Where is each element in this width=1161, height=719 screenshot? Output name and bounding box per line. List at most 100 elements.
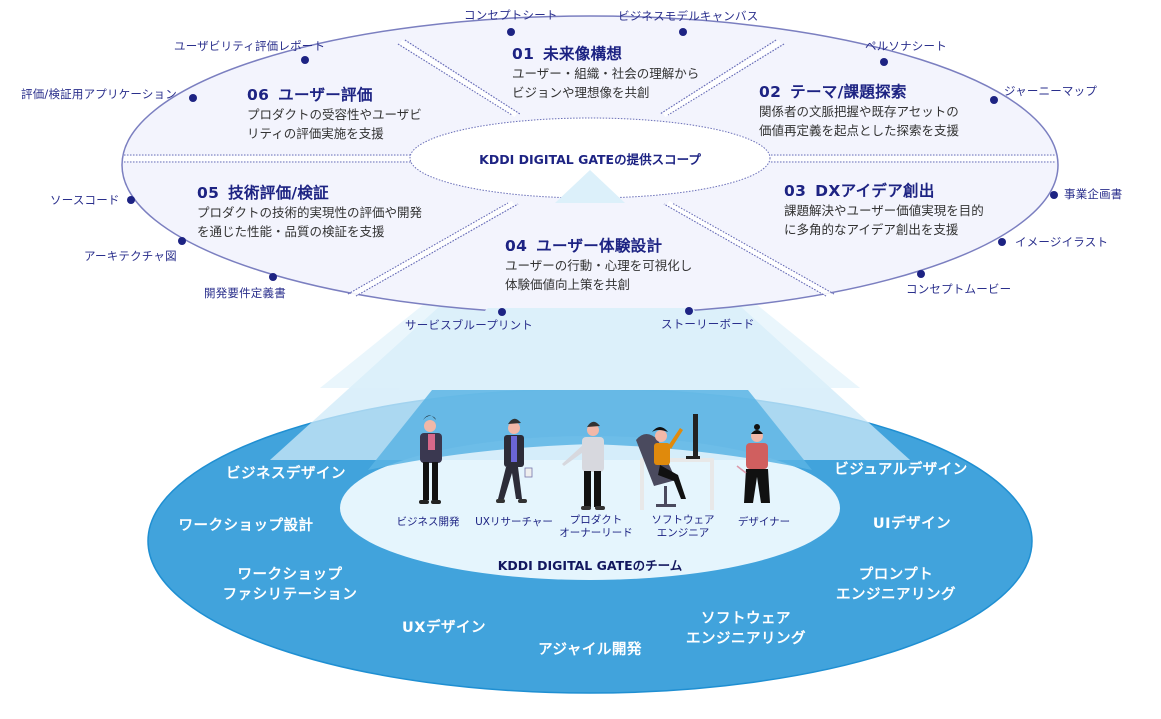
sector-desc-line: 関係者の文脈把握や既存アセットの: [759, 104, 959, 119]
artifact-label: ジャーニーマップ: [1004, 84, 1098, 98]
artifact-label: 開発要件定義書: [204, 286, 286, 300]
sector-number: 02: [759, 83, 782, 101]
team-label: KDDI DIGITAL GATEのチーム: [497, 558, 683, 573]
artifact-label: ユーザビリティ評価レポート: [174, 39, 326, 53]
figure-software-engineer: [636, 414, 714, 510]
sector-desc-line: ユーザーの行動・心理を可視化し: [505, 258, 693, 273]
artifact-label: 評価/検証用アプリケーション: [21, 87, 177, 101]
role-label-line: ビジネス開発: [396, 516, 460, 528]
role-label-line: エンジニア: [656, 527, 710, 539]
role-label: ソフトウェアエンジニア: [643, 514, 723, 540]
skill-label: ソフトウェアエンジニアリング: [666, 609, 826, 649]
role-label: UXリサーチャー: [470, 516, 558, 529]
skill-line: ファシリテーション: [222, 587, 358, 603]
artifact-label: ソースコード: [50, 193, 120, 207]
artifact-dot: [269, 273, 277, 281]
sector-desc: 課題解決やユーザー価値実現を目的に多角的なアイデア創出を支援: [784, 201, 984, 239]
skill-line: ビジネスデザイン: [226, 466, 346, 482]
artifact-label: コンセプトムービー: [906, 282, 1012, 296]
sector-desc-line: リティの評価実施を支援: [247, 126, 384, 141]
skill-label: アジャイル開発: [520, 640, 660, 660]
artifact-label: ビジネスモデルキャンバス: [618, 9, 759, 23]
skill-line: ワークショップ: [237, 567, 343, 583]
beam-mid: [398, 308, 782, 390]
role-label-line: UXリサーチャー: [475, 516, 553, 528]
artifact-label: アーキテクチャ図: [84, 249, 177, 263]
sector-01: 01 未来像構想 ユーザー・組織・社会の理解からビジョンや理想像を共創: [512, 42, 699, 102]
artifact-dot: [917, 270, 925, 278]
sector-desc: プロダクトの受容性やユーザビリティの評価実施を支援: [247, 105, 422, 143]
artifact-dot: [189, 94, 197, 102]
sector-name: DXアイデア創出: [815, 182, 935, 200]
skill-line: UIデザイン: [872, 516, 952, 532]
artifact-label: 事業企画書: [1064, 187, 1123, 201]
sector-desc-line: に多角的なアイデア創出を支援: [784, 222, 959, 237]
sector-name: テーマ/課題探索: [790, 83, 907, 101]
artifact-label: コンセプトシート: [464, 8, 558, 22]
figure-ux-researcher: [496, 418, 533, 503]
skill-line: ビジュアルデザイン: [834, 462, 968, 478]
sector-desc-line: 課題解決やユーザー価値実現を目的: [784, 203, 984, 218]
artifact-dot: [679, 28, 687, 36]
sector-name: ユーザー評価: [278, 86, 373, 104]
skill-label: ビジュアルデザイン: [816, 460, 986, 480]
artifact-label: サービスブループリント: [405, 318, 534, 332]
artifact-dot: [498, 308, 506, 316]
role-label-line: デザイナー: [737, 516, 791, 528]
artifact-dot: [301, 56, 309, 64]
role-label: デザイナー: [724, 516, 804, 529]
skill-line: アジャイル開発: [538, 642, 642, 658]
skill-line: プロンプト: [858, 567, 934, 583]
skill-label: ワークショップファシリテーション: [200, 565, 380, 605]
skill-label: プロンプトエンジニアリング: [816, 565, 976, 605]
sector-name: 技術評価/検証: [228, 184, 329, 202]
sector-desc: ユーザーの行動・心理を可視化し体験価値向上策を共創: [505, 256, 692, 294]
skill-line: エンジニアリング: [836, 587, 956, 603]
sector-desc-line: を通じた性能・品質の検証を支援: [197, 224, 385, 239]
figure-designer: [736, 424, 770, 503]
sector-06: 06 ユーザー評価 プロダクトの受容性やユーザビリティの評価実施を支援: [247, 83, 422, 143]
sector-desc: ユーザー・組織・社会の理解からビジョンや理想像を共創: [512, 64, 699, 102]
sector-number: 03: [784, 182, 807, 200]
skill-label: UXデザイン: [384, 618, 504, 638]
skill-line: UXデザイン: [402, 620, 486, 636]
sector-number: 06: [247, 86, 270, 104]
skill-line: ワークショップ設計: [178, 518, 314, 534]
sector-desc-line: 価値再定義を起点とした探索を支援: [759, 123, 960, 138]
sector-desc: プロダクトの技術的実現性の評価や開発を通じた性能・品質の検証を支援: [197, 203, 422, 241]
sector-name: 未来像構想: [543, 45, 623, 63]
sector-desc: 関係者の文脈把握や既存アセットの価値再定義を起点とした探索を支援: [759, 102, 959, 140]
role-label-line: ソフトウェア: [651, 514, 715, 526]
beam-tip: [555, 170, 625, 203]
sector-03: 03 DXアイデア創出 課題解決やユーザー価値実現を目的に多角的なアイデア創出を支…: [784, 179, 984, 239]
artifact-dots: [127, 28, 1058, 316]
sector-title: 06 ユーザー評価: [247, 83, 422, 105]
sector-desc-line: 体験価値向上策を共創: [505, 277, 631, 292]
figure-business-developer: [419, 415, 442, 504]
sector-name: ユーザー体験設計: [536, 237, 663, 255]
artifact-dot: [998, 238, 1006, 246]
sector-desc-line: プロダクトの受容性やユーザビ: [247, 107, 422, 122]
sector-02: 02 テーマ/課題探索 関係者の文脈把握や既存アセットの価値再定義を起点とした探索…: [759, 80, 959, 140]
figure-product-owner: [562, 421, 605, 510]
sector-number: 01: [512, 45, 535, 63]
artifact-dot: [1050, 191, 1058, 199]
skill-line: エンジニアリング: [686, 631, 806, 647]
sector-title: 02 テーマ/課題探索: [759, 80, 959, 102]
artifact-dot: [990, 96, 998, 104]
sector-desc-line: ビジョンや理想像を共創: [512, 85, 650, 100]
artifact-dot: [880, 58, 888, 66]
artifact-label: ペルソナシート: [865, 39, 947, 53]
scope-center-ellipse: [409, 117, 771, 199]
skill-label: UIデザイン: [852, 514, 972, 534]
artifact-dot: [127, 196, 135, 204]
artifact-dot: [507, 28, 515, 36]
role-label: ビジネス開発: [388, 516, 468, 529]
role-label: プロダクトオーナーリード: [556, 514, 636, 540]
scope-center-label: KDDI DIGITAL GATEの提供スコープ: [479, 152, 701, 167]
sector-desc-line: ユーザー・組織・社会の理解から: [512, 66, 700, 81]
